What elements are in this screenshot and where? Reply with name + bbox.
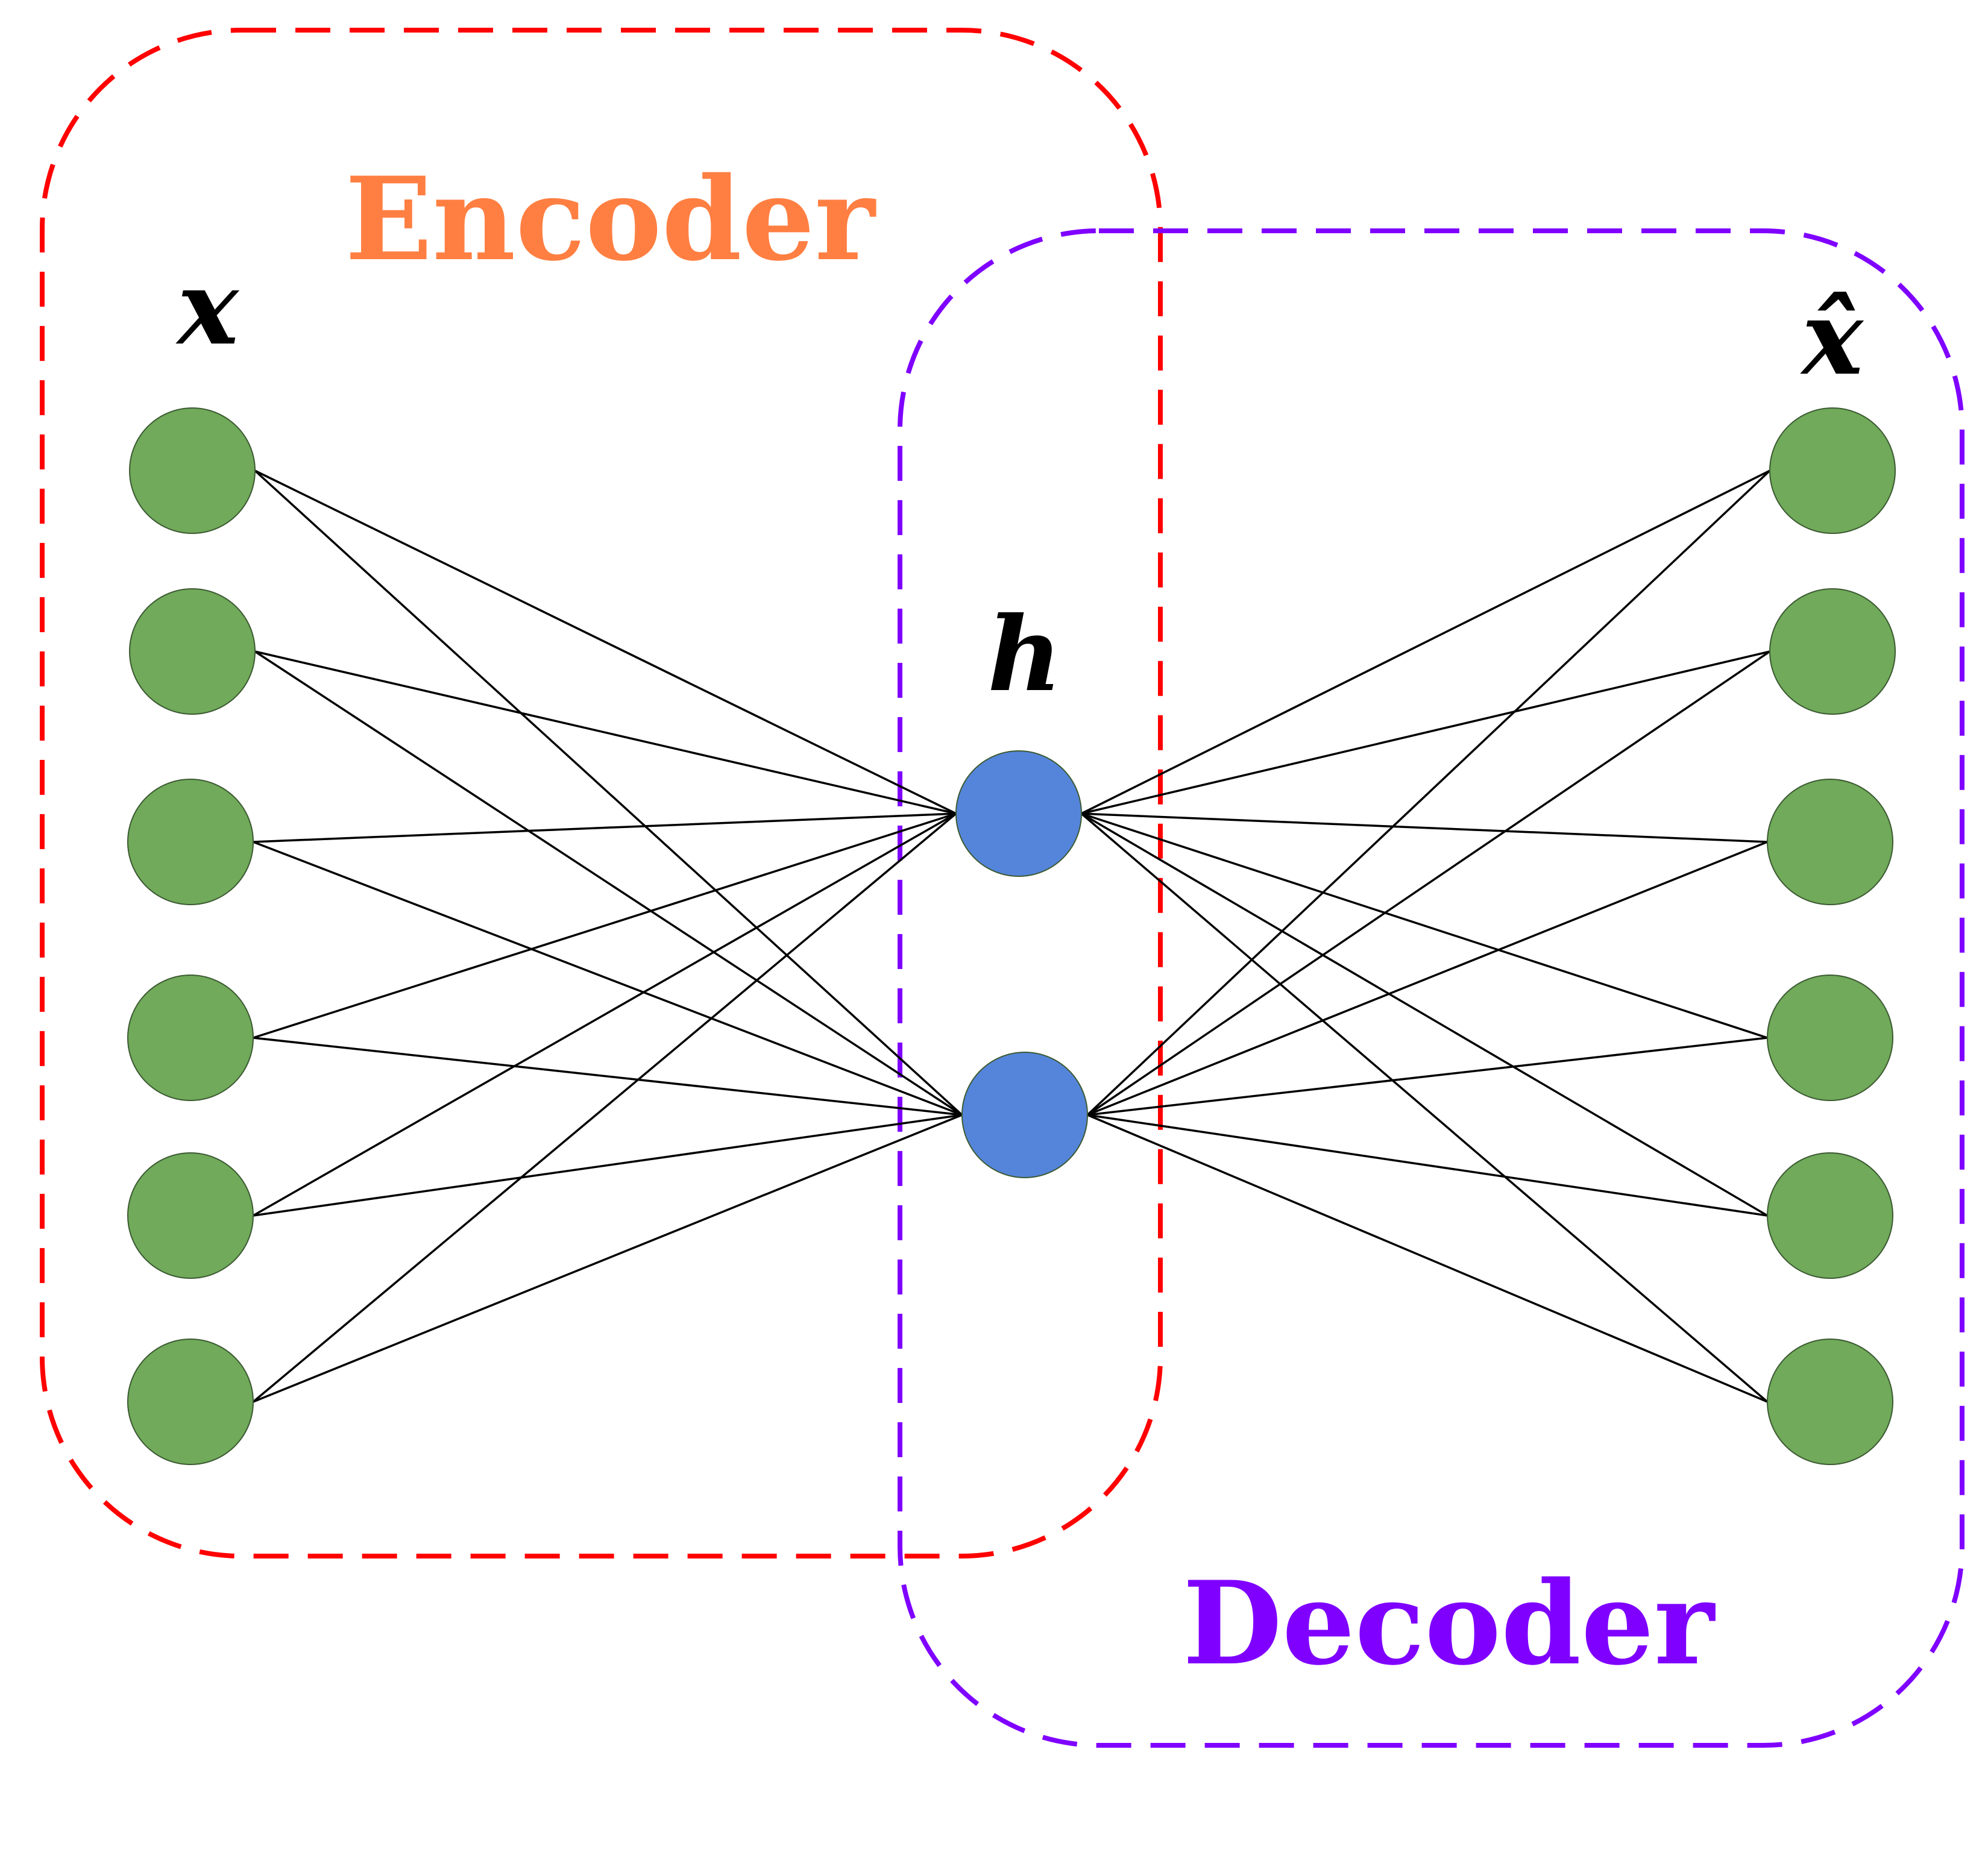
encoder-edge — [253, 812, 957, 843]
output-node — [1769, 407, 1896, 534]
encoder-edge — [253, 1037, 963, 1116]
input-label: x — [175, 248, 239, 368]
output-node — [1769, 588, 1896, 715]
decoder-edge — [1086, 469, 1771, 1116]
input-node — [127, 1152, 254, 1279]
encoder-edge — [254, 469, 957, 815]
decoder-edge — [1087, 1114, 1768, 1403]
decoder-edge — [1087, 1037, 1768, 1116]
decoder-edge — [1087, 1114, 1768, 1217]
output-node — [1767, 1339, 1893, 1465]
decoder-edge — [1087, 650, 1770, 1116]
hidden-node — [955, 750, 1082, 877]
encoder-edge — [254, 469, 963, 1116]
hidden-node — [961, 1052, 1088, 1178]
hidden-label: h — [987, 594, 1062, 715]
encoder-edge — [253, 1114, 963, 1217]
decoder-edge — [1081, 812, 1768, 1217]
input-node — [127, 975, 254, 1101]
input-node — [129, 407, 256, 534]
encoder-edge — [253, 1114, 963, 1403]
encoder-region — [40, 28, 1163, 1559]
output-node — [1767, 779, 1893, 905]
decoder-edge — [1080, 812, 1769, 1403]
output-label: x̂ — [1800, 278, 1864, 398]
decoder-edge — [1081, 812, 1768, 1039]
decoder-edge — [1081, 469, 1770, 815]
decoder-edge — [1081, 812, 1768, 843]
decoder-edge — [1087, 841, 1768, 1116]
nodes — [127, 407, 1896, 1465]
encoder-edge — [252, 812, 957, 1403]
output-node — [1767, 1152, 1893, 1279]
encoder-edge — [254, 650, 957, 815]
connections — [252, 469, 1771, 1403]
input-node — [127, 779, 254, 905]
input-node — [129, 588, 256, 715]
decoder-edge — [1081, 650, 1770, 815]
encoder-label: Encoder — [345, 152, 876, 286]
decoder-label: Decoder — [1183, 1556, 1716, 1690]
encoder-edge — [253, 812, 957, 1039]
decoder-region — [898, 228, 1964, 1748]
input-node — [127, 1339, 254, 1465]
encoder-edge — [253, 841, 963, 1116]
encoder-edge — [254, 650, 963, 1116]
encoder-edge — [253, 812, 957, 1217]
output-node — [1767, 975, 1893, 1101]
